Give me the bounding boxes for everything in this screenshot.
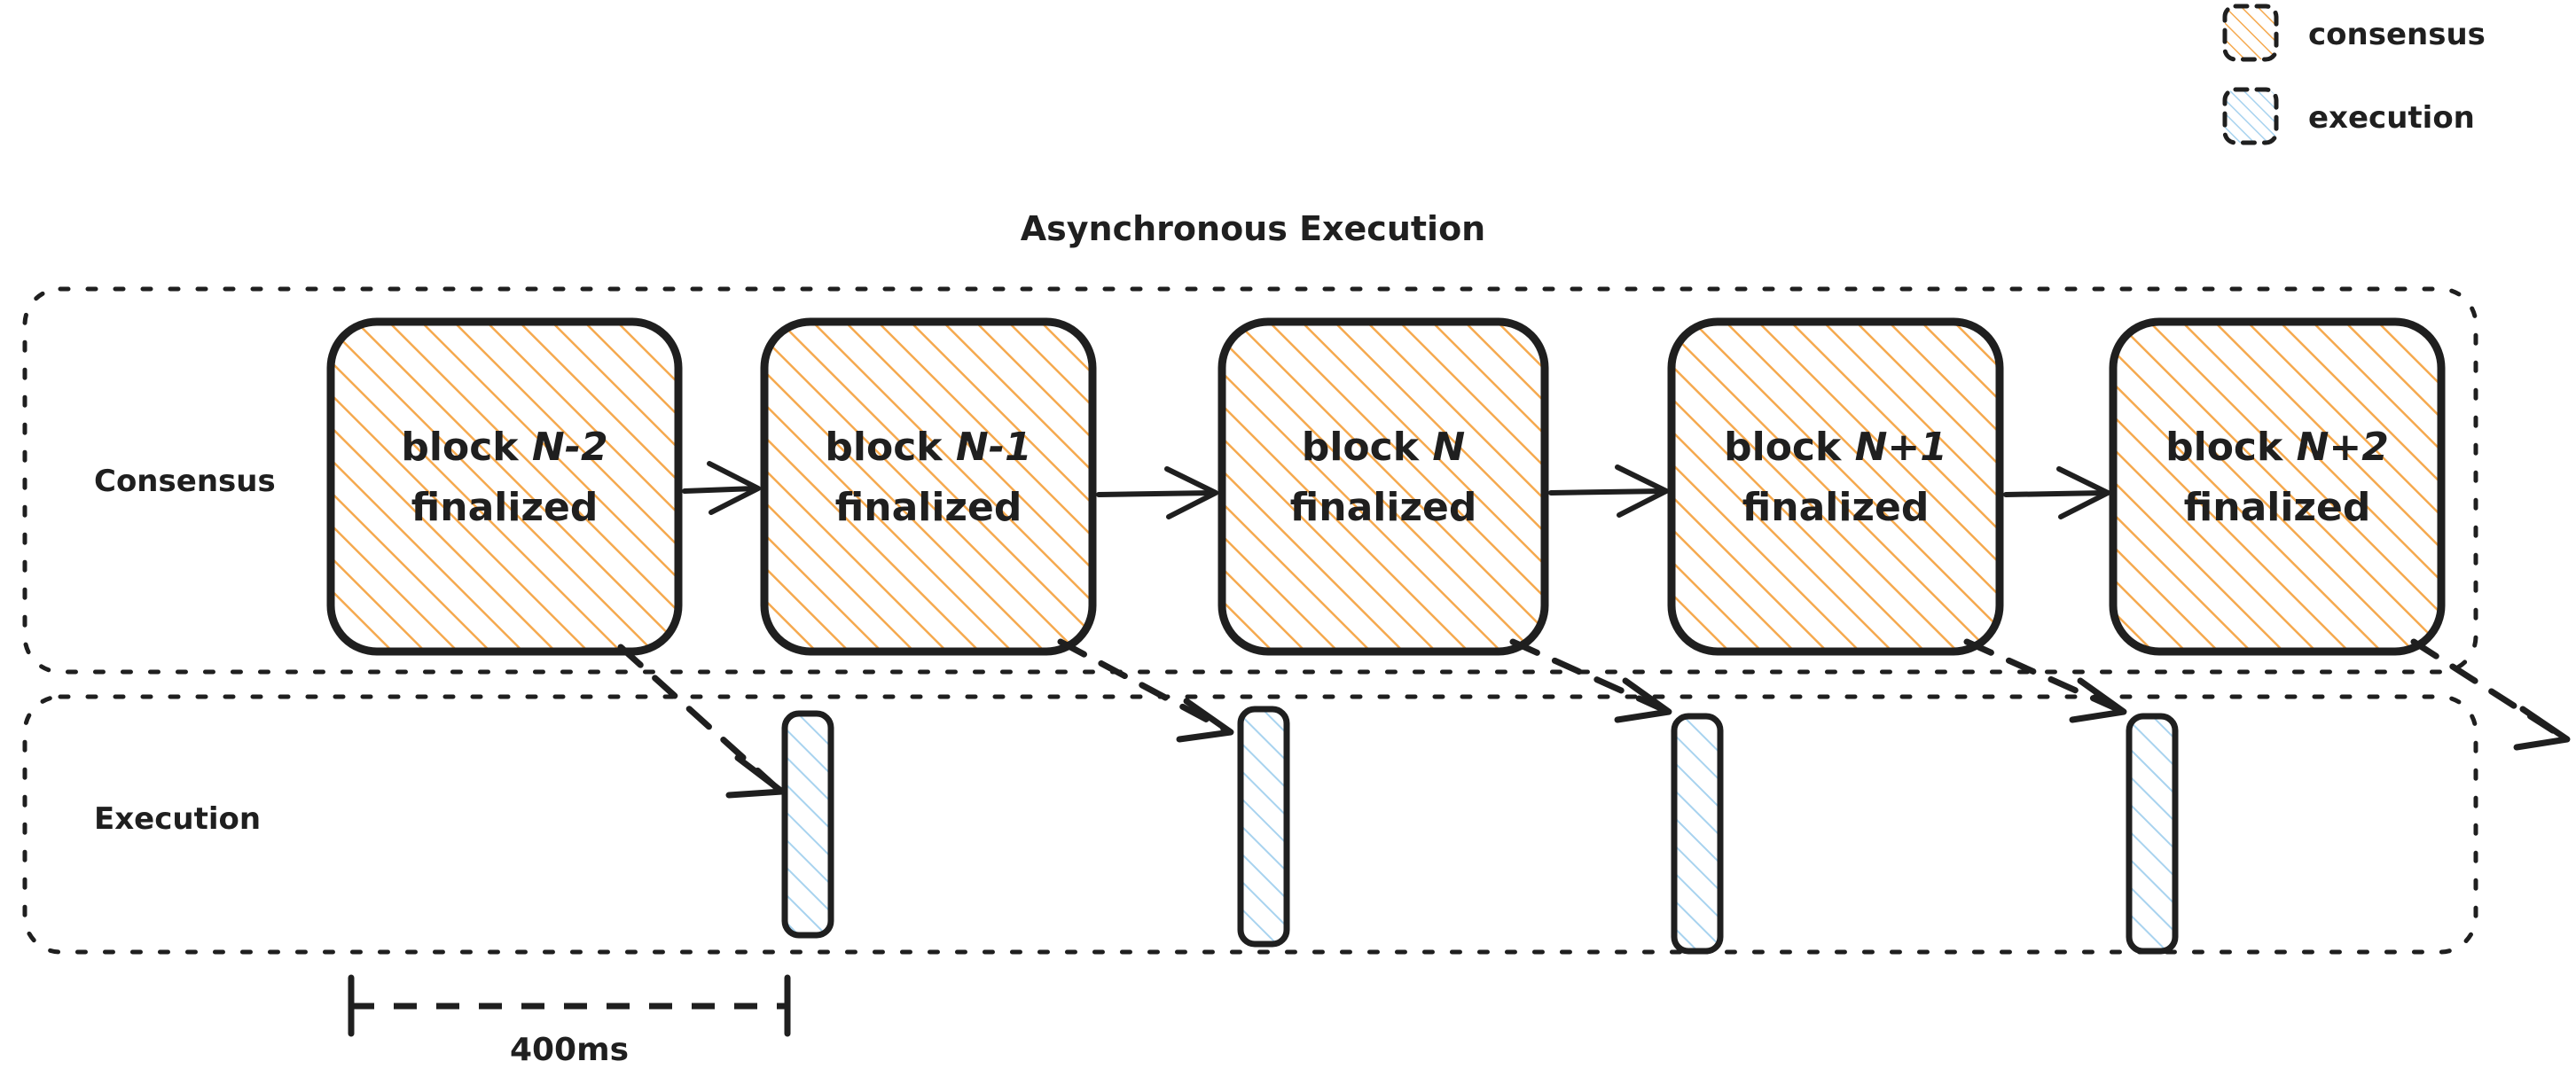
hatched-square-orange-icon bbox=[2222, 4, 2279, 62]
legend bbox=[2222, 4, 2279, 145]
lane-label-consensus: Consensus bbox=[94, 464, 276, 499]
consensus-block-shape bbox=[2109, 317, 2446, 656]
block-variable: N bbox=[1432, 425, 1465, 470]
svg-text:block N+2: block N+2 bbox=[2165, 425, 2389, 470]
lane-container-execution bbox=[22, 694, 2478, 955]
legend-item-execution[interactable] bbox=[2222, 87, 2279, 145]
block-prefix: block bbox=[2165, 425, 2296, 470]
svg-text:block N-1: block N-1 bbox=[825, 425, 1031, 470]
block-prefix: block bbox=[1302, 425, 1432, 470]
lane-container-consensus bbox=[22, 286, 2478, 675]
legend-label-consensus: consensus bbox=[2308, 17, 2486, 52]
consensus-block-shape bbox=[760, 317, 1097, 656]
async-execution-arrow bbox=[1509, 638, 1672, 723]
block-status: finalized bbox=[2184, 485, 2371, 530]
async-execution-arrow-offscreen bbox=[2410, 638, 2571, 751]
consensus-block-label: block N-1 finalized bbox=[825, 425, 1031, 530]
consensus-flow-arrow bbox=[1096, 466, 1218, 519]
block-status: finalized bbox=[1290, 485, 1477, 530]
async-execution-arrow bbox=[1057, 638, 1234, 743]
execution-bar-shape bbox=[1237, 706, 1290, 948]
consensus-flow-arrow bbox=[682, 461, 761, 515]
consensus-block-node[interactable] bbox=[1218, 317, 1549, 656]
consensus-block-label: block N+2 finalized bbox=[2165, 425, 2389, 530]
lane-label-execution: Execution bbox=[94, 801, 261, 837]
consensus-block-label: block N+1 finalized bbox=[1724, 425, 1947, 530]
block-status: finalized bbox=[1742, 485, 1930, 530]
consensus-flow-arrow bbox=[2003, 466, 2110, 519]
legend-label-execution: execution bbox=[2308, 100, 2475, 136]
consensus-block-node[interactable] bbox=[2109, 317, 2446, 656]
block-variable: N+2 bbox=[2297, 425, 2389, 470]
svg-text:block N: block N bbox=[1302, 425, 1465, 470]
diagram-title: Asynchronous Execution bbox=[1021, 209, 1486, 248]
svg-text:block N+1: block N+1 bbox=[1724, 425, 1947, 470]
measurement-label: 400ms bbox=[510, 1032, 629, 1068]
consensus-block-node[interactable] bbox=[760, 317, 1097, 656]
consensus-block-node[interactable] bbox=[1667, 317, 2004, 656]
block-prefix: block bbox=[825, 425, 955, 470]
measurement-bar bbox=[348, 974, 791, 1037]
hatched-square-blue-icon bbox=[2222, 87, 2279, 145]
block-variable: N-2 bbox=[532, 425, 608, 470]
execution-bar-shape bbox=[2126, 713, 2179, 955]
legend-item-consensus[interactable] bbox=[2222, 4, 2279, 62]
execution-bar-node[interactable] bbox=[1671, 713, 1724, 955]
execution-bar-shape bbox=[781, 710, 834, 939]
execution-bar-node[interactable] bbox=[2126, 713, 2179, 955]
consensus-block-shape bbox=[326, 317, 683, 656]
consensus-block-shape bbox=[1667, 317, 2004, 656]
block-status: finalized bbox=[411, 485, 599, 530]
consensus-block-label: block N-2 finalized bbox=[401, 425, 607, 530]
block-prefix: block bbox=[401, 425, 531, 470]
block-status: finalized bbox=[835, 485, 1022, 530]
async-execution-arrow bbox=[617, 644, 786, 799]
async-execution-arrow bbox=[1963, 638, 2127, 723]
consensus-block-shape bbox=[1218, 317, 1549, 656]
consensus-block-node[interactable] bbox=[326, 317, 683, 656]
execution-bar-node[interactable] bbox=[1237, 706, 1290, 948]
execution-bar-shape bbox=[1671, 713, 1724, 955]
block-variable: N+1 bbox=[1855, 425, 1947, 470]
block-variable: N-1 bbox=[956, 425, 1032, 470]
svg-text:block N-2: block N-2 bbox=[401, 425, 607, 470]
block-prefix: block bbox=[1724, 425, 1854, 470]
consensus-block-label: block N finalized bbox=[1290, 425, 1477, 530]
consensus-flow-arrow bbox=[1548, 464, 1669, 518]
execution-bar-node[interactable] bbox=[781, 710, 834, 939]
